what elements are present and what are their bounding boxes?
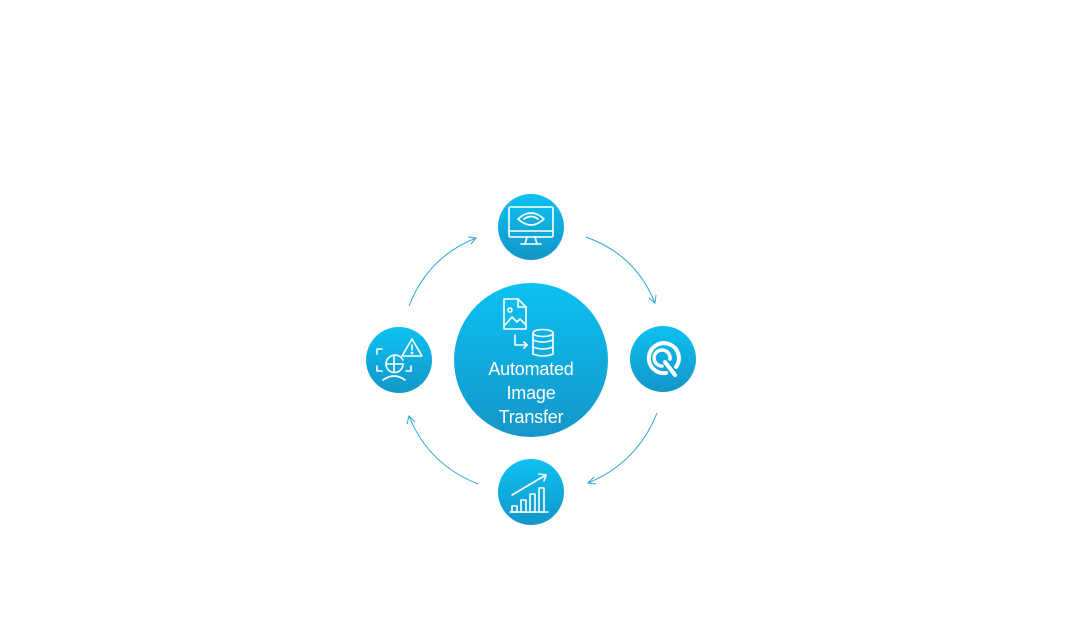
arrow-bottom-to-left [408,415,479,485]
arrow-left-to-top [408,237,477,307]
satellite-node-top [498,194,564,260]
hub-label: Automated Image Transfer [466,357,596,429]
hub-label-line-1: Automated [488,359,574,379]
satellite-node-left [366,327,432,393]
arrow-top-to-right [585,236,656,304]
arrowhead-bottom-to-left [406,415,416,425]
arrowhead-left-to-top [467,236,477,245]
growth-bar-chart-icon [509,473,549,513]
hub-label-line-3: Transfer [498,407,564,427]
arrowhead-right-to-bottom [586,476,597,485]
arrow-right-to-bottom [587,412,658,484]
hub-label-line-2: Image [506,383,556,403]
hub-node: Automated Image Transfer [454,283,608,437]
arrow-group [406,236,658,485]
face-scan-alert-icon [376,338,423,381]
image-to-database-icon [503,298,554,357]
monitor-ultrasound-icon [508,206,554,245]
q-logo-icon [646,341,681,377]
satellite-node-right [630,326,696,392]
arrowhead-top-to-right [648,294,657,304]
satellite-node-bottom [498,459,564,525]
